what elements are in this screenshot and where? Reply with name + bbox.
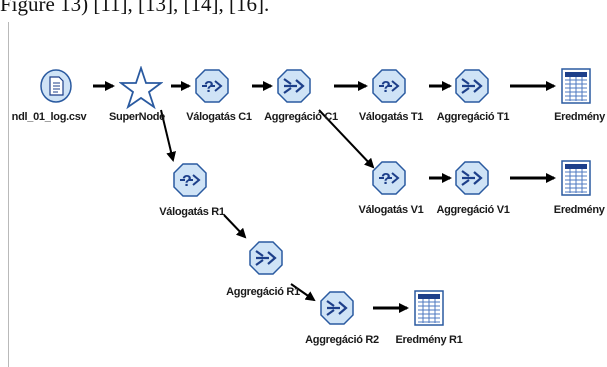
agg-c1-label: Aggregáció C1 bbox=[264, 111, 338, 123]
figure-caption: Figure 13) [11], [13], [14], [16]. bbox=[0, 0, 270, 16]
edge-select-r1-agg-r1 bbox=[223, 214, 247, 239]
star-icon bbox=[119, 66, 163, 110]
select-c1-node[interactable]: ? bbox=[195, 69, 229, 103]
source-node-label: ndl_01_log.csv bbox=[11, 111, 87, 123]
agg-r1-node[interactable] bbox=[249, 241, 283, 275]
select-t1-label: Válogatás T1 bbox=[358, 111, 424, 123]
result-v1-node[interactable] bbox=[561, 160, 591, 196]
aggregate-icon bbox=[320, 291, 354, 325]
supernode-label: SuperNode bbox=[109, 111, 165, 123]
aggregate-icon bbox=[249, 241, 283, 275]
select-r1-label: Válogatás R1 bbox=[159, 206, 225, 218]
result-t1-label: Eredmény T1 bbox=[554, 111, 607, 123]
stream-canvas[interactable]: ndl_01_log.csv SuperNode ? Válogatás C1 … bbox=[8, 22, 607, 367]
select-filter-icon: ? bbox=[173, 163, 207, 197]
select-filter-icon: ? bbox=[372, 69, 406, 103]
edge-agg-r1-agg-r2 bbox=[290, 283, 316, 302]
table-output-icon bbox=[414, 290, 444, 326]
aggregate-icon bbox=[455, 161, 489, 195]
agg-v1-label: Aggregáció V1 bbox=[436, 204, 510, 216]
agg-r2-label: Aggregáció R2 bbox=[305, 334, 379, 346]
agg-v1-node[interactable] bbox=[455, 161, 489, 195]
aggregate-icon bbox=[455, 69, 489, 103]
source-node[interactable] bbox=[39, 69, 73, 103]
svg-text:?: ? bbox=[182, 173, 192, 190]
agg-t1-node[interactable] bbox=[455, 69, 489, 103]
select-v1-node[interactable]: ? bbox=[372, 161, 406, 195]
agg-t1-label: Aggregáció T1 bbox=[436, 111, 510, 123]
result-t1-node[interactable] bbox=[561, 68, 591, 104]
table-output-icon bbox=[561, 68, 591, 104]
select-r1-node[interactable]: ? bbox=[173, 163, 207, 197]
select-v1-label: Válogatás V1 bbox=[358, 204, 424, 216]
result-v1-label: Eredmény V1 bbox=[553, 204, 607, 216]
agg-c1-node[interactable] bbox=[277, 69, 311, 103]
aggregate-icon bbox=[277, 69, 311, 103]
agg-r2-node[interactable] bbox=[320, 291, 354, 325]
svg-text:?: ? bbox=[381, 171, 391, 188]
svg-text:?: ? bbox=[381, 79, 391, 96]
select-filter-icon: ? bbox=[195, 69, 229, 103]
table-output-icon bbox=[561, 160, 591, 196]
edge-agg-c1-select-v1 bbox=[318, 109, 375, 169]
supernode[interactable] bbox=[119, 66, 163, 110]
svg-text:?: ? bbox=[204, 79, 214, 96]
connections bbox=[93, 81, 556, 313]
select-filter-icon: ? bbox=[372, 161, 406, 195]
result-r1-node[interactable] bbox=[414, 290, 444, 326]
file-source-icon bbox=[40, 69, 72, 103]
select-t1-node[interactable]: ? bbox=[372, 69, 406, 103]
edge-supernode-select-r1 bbox=[160, 109, 176, 162]
result-r1-label: Eredmény R1 bbox=[395, 334, 463, 346]
agg-r1-label: Aggregáció R1 bbox=[226, 286, 300, 298]
select-c1-label: Válogatás C1 bbox=[186, 111, 252, 123]
